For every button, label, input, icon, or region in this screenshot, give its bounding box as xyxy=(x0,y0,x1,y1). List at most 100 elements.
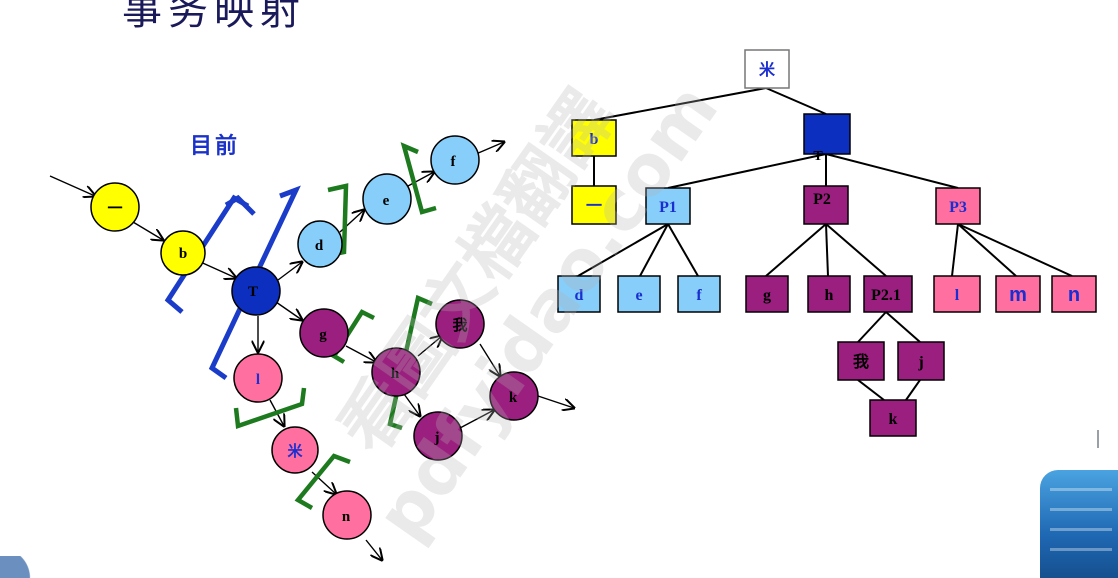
flow-label-g: g xyxy=(319,327,327,343)
blue-bracket xyxy=(224,194,256,216)
flow-label-l: l xyxy=(256,372,260,388)
flow-label-wo: 我 xyxy=(452,316,467,334)
flow-edge xyxy=(417,336,442,357)
tree-edge xyxy=(885,311,921,343)
tree-label-P3: P3 xyxy=(949,199,967,216)
tree-edge xyxy=(957,223,1073,277)
tree-label-l: l xyxy=(955,287,960,304)
tree-edge xyxy=(593,87,767,121)
tree-edge xyxy=(765,87,827,115)
tree-edges xyxy=(577,87,1073,401)
tree-label-g: g xyxy=(763,287,771,304)
building-stripe xyxy=(1050,528,1112,531)
flow-edge xyxy=(459,410,494,429)
tree-edge xyxy=(825,223,887,277)
tree-edge xyxy=(765,223,827,277)
tree-label-e: e xyxy=(635,287,642,304)
flow-edge xyxy=(345,345,376,362)
flow-label-k: k xyxy=(509,390,518,406)
tree-nodes: 米 b 一 T P1 P2 P3 d e f g h P2.1 xyxy=(557,49,1097,437)
flow-node-yi xyxy=(90,182,140,232)
tree-node-j xyxy=(897,341,945,381)
flow-label-f: f xyxy=(451,154,457,170)
corner-mark xyxy=(1097,430,1099,448)
tree-node-P21 xyxy=(863,275,913,313)
green-bracket xyxy=(294,453,351,510)
tree-node-f xyxy=(677,275,721,313)
flow-edge xyxy=(365,539,382,560)
flow-node-n xyxy=(322,490,372,540)
flow-edge xyxy=(403,393,420,416)
tree-label-d: d xyxy=(575,287,584,304)
slide-title: 事务映射 xyxy=(122,0,306,34)
flow-label-T: T xyxy=(248,284,258,300)
tree-label-yi: 一 xyxy=(586,198,602,215)
flow-node-h xyxy=(371,347,421,397)
flow-edge xyxy=(132,221,163,240)
tree-label-k: k xyxy=(889,411,898,428)
tree-edge xyxy=(905,379,921,401)
tree-node-k xyxy=(869,399,917,437)
tree-node-P3 xyxy=(935,187,981,225)
tree-node-yi xyxy=(571,185,617,225)
tree-node-wo xyxy=(837,341,885,381)
flow-label-d: d xyxy=(315,238,324,254)
tree-edge xyxy=(639,223,669,277)
flow-edge xyxy=(475,142,504,155)
tree-node-d xyxy=(557,275,601,313)
tree-node-g xyxy=(745,275,789,313)
flow-label-b: b xyxy=(179,246,187,262)
tree-label-T: T xyxy=(813,149,823,164)
tree-edge xyxy=(825,153,959,189)
tree-edge xyxy=(951,223,959,277)
tree-edge xyxy=(825,223,829,277)
building-stripe xyxy=(1050,548,1112,551)
flow-nodes: 一 b T d e f g h 我 k j l 米 xyxy=(90,135,539,540)
flow-node-e xyxy=(362,173,412,225)
building-icon xyxy=(1040,470,1118,578)
flow-node-mi xyxy=(271,426,319,474)
tree-edge xyxy=(667,223,699,277)
flow-label-h: h xyxy=(391,366,400,382)
tree-label-P1: P1 xyxy=(659,199,677,216)
flow-edge xyxy=(277,262,302,281)
flow-edge xyxy=(537,395,574,408)
tree-edge xyxy=(857,379,885,401)
flow-node-l xyxy=(233,353,283,403)
building-stripe xyxy=(1050,508,1112,511)
flow-edge xyxy=(275,301,302,320)
tree-node-e xyxy=(617,275,661,313)
tree-label-h: h xyxy=(825,287,834,304)
tree-node-P1 xyxy=(645,187,691,225)
green-bracket xyxy=(233,387,307,430)
tree-label-n: n xyxy=(1068,284,1080,306)
flow-edge xyxy=(479,343,500,376)
tree-label-wo: 我 xyxy=(853,352,869,371)
university-seal-icon xyxy=(0,556,44,578)
tree-label-j: j xyxy=(917,354,923,371)
current-label: 目前 xyxy=(190,134,241,159)
tree-label-root: 米 xyxy=(759,60,776,79)
tree-label-f: f xyxy=(696,287,702,304)
tree-node-h xyxy=(807,275,851,313)
tree-node-n xyxy=(1051,275,1097,313)
tree-node-root xyxy=(744,49,790,89)
flow-node-k xyxy=(489,371,539,421)
tree-node-P2 xyxy=(803,185,849,225)
flow-node-wo xyxy=(435,299,485,349)
flow-node-T xyxy=(231,266,281,316)
tree-edge xyxy=(857,311,887,343)
tree-edge xyxy=(667,153,827,189)
tree-node-T xyxy=(803,113,851,155)
tree-label-m: m xyxy=(1009,284,1027,306)
tree-label-P21: P2.1 xyxy=(871,287,901,304)
flow-label-n: n xyxy=(342,509,351,525)
flow-edge xyxy=(49,175,95,196)
flow-node-f xyxy=(430,135,480,185)
tree-edge xyxy=(577,223,669,277)
flow-label-j: j xyxy=(434,430,440,446)
flow-label-yi: 一 xyxy=(107,201,122,217)
flow-label-e: e xyxy=(383,193,390,209)
